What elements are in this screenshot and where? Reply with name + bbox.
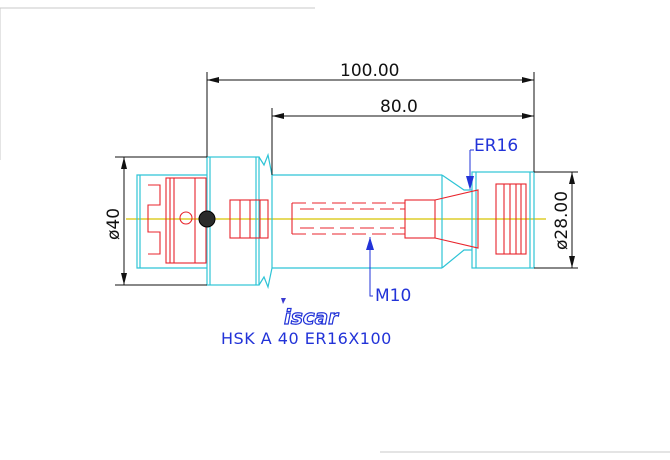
dim-overall-length: 100.00 bbox=[340, 61, 399, 81]
callout-thread: M10 bbox=[375, 286, 411, 306]
caption-text: HSK A 40 ER16X100 bbox=[221, 329, 392, 348]
dimension-lines bbox=[115, 72, 578, 286]
sheet-frame bbox=[0, 7, 670, 453]
brand-logo: iscar bbox=[281, 298, 340, 330]
callout-collet: ER16 bbox=[474, 136, 518, 156]
tool-outline bbox=[136, 152, 535, 290]
dim-projection-length: 80.0 bbox=[380, 97, 418, 117]
dim-nut-diameter: ø28.00 bbox=[552, 191, 572, 250]
drive-key-hole bbox=[198, 210, 216, 228]
logo-text: iscar bbox=[284, 305, 339, 329]
balance-hole bbox=[179, 211, 193, 225]
dimension-arrows bbox=[121, 77, 575, 285]
dim-flange-diameter: ø40 bbox=[104, 208, 124, 240]
hidden-features bbox=[147, 177, 527, 264]
callout-arrows bbox=[366, 176, 474, 250]
callout-leaders bbox=[369, 149, 474, 297]
